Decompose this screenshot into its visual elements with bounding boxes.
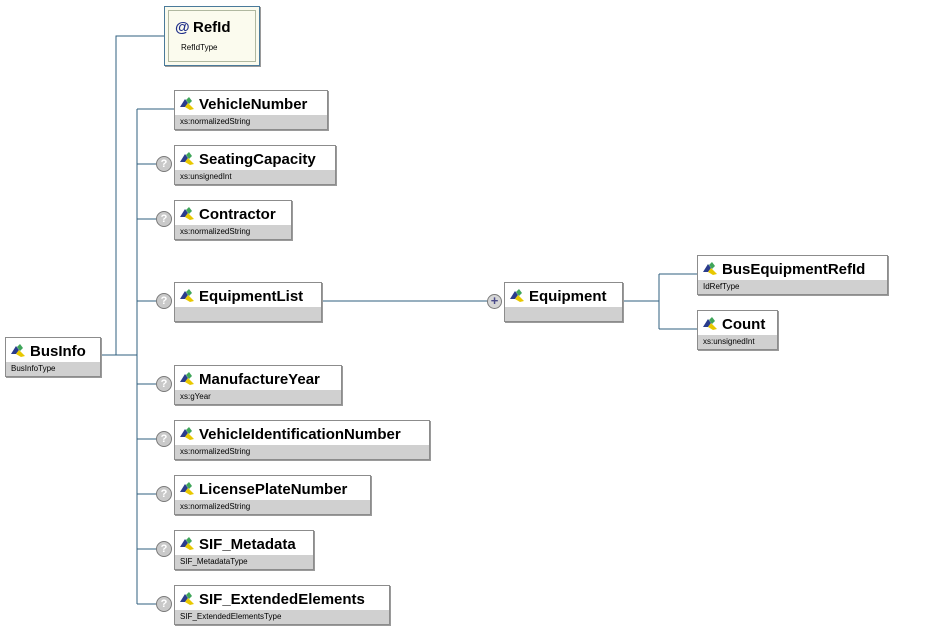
optional-marker-icon: ? <box>156 541 172 557</box>
businfo-node[interactable]: BusInfo BusInfoType <box>5 337 101 377</box>
busequipmentrefid-label: BusEquipmentRefId <box>722 260 866 278</box>
element-icon <box>180 152 194 165</box>
element-icon <box>703 317 717 330</box>
element-icon <box>180 97 194 110</box>
optional-marker-icon: ? <box>156 293 172 309</box>
count-type: xs:unsignedInt <box>698 335 777 349</box>
element-icon <box>510 289 524 302</box>
element-icon <box>180 537 194 550</box>
element-icon <box>180 207 194 220</box>
attribute-icon: @ <box>175 18 190 36</box>
sifmetadata-node[interactable]: SIF_Metadata SIF_MetadataType <box>174 530 314 570</box>
expand-plus-icon[interactable]: + <box>487 294 502 309</box>
vehiclenumber-label: VehicleNumber <box>199 95 308 113</box>
manufactureyear-node[interactable]: ManufactureYear xs:gYear <box>174 365 342 405</box>
vin-node[interactable]: VehicleIdentificationNumber xs:normalize… <box>174 420 430 460</box>
optional-marker-icon: ? <box>156 211 172 227</box>
busequipmentrefid-type: IdRefType <box>698 280 887 294</box>
optional-marker-icon: ? <box>156 596 172 612</box>
equipmentlist-label: EquipmentList <box>199 287 304 305</box>
sifmetadata-type: SIF_MetadataType <box>175 555 313 569</box>
vin-label: VehicleIdentificationNumber <box>199 425 401 443</box>
seatingcapacity-node[interactable]: SeatingCapacity xs:unsignedInt <box>174 145 336 185</box>
count-label: Count <box>722 315 766 333</box>
seatingcapacity-label: SeatingCapacity <box>199 150 316 168</box>
vehiclenumber-type: xs:normalizedString <box>175 115 327 129</box>
licenseplate-label: LicensePlateNumber <box>199 480 348 498</box>
element-icon <box>180 372 194 385</box>
manufactureyear-type: xs:gYear <box>175 390 341 404</box>
count-node[interactable]: Count xs:unsignedInt <box>697 310 778 350</box>
sifmetadata-label: SIF_Metadata <box>199 535 296 553</box>
sifextended-type: SIF_ExtendedElementsType <box>175 610 389 624</box>
licenseplate-type: xs:normalizedString <box>175 500 370 514</box>
element-icon <box>180 592 194 605</box>
element-icon <box>180 482 194 495</box>
element-icon <box>11 344 25 357</box>
refid-type: RefIdType <box>181 43 218 52</box>
optional-marker-icon: ? <box>156 431 172 447</box>
sifextended-node[interactable]: SIF_ExtendedElements SIF_ExtendedElement… <box>174 585 390 625</box>
element-icon <box>180 427 194 440</box>
optional-marker-icon: ? <box>156 376 172 392</box>
seatingcapacity-type: xs:unsignedInt <box>175 170 335 184</box>
optional-marker-icon: ? <box>156 486 172 502</box>
businfo-label: BusInfo <box>30 342 86 360</box>
element-icon <box>180 289 194 302</box>
businfo-type: BusInfoType <box>6 362 100 376</box>
contractor-label: Contractor <box>199 205 276 223</box>
equipment-node[interactable]: Equipment <box>504 282 623 322</box>
refid-label: RefId <box>193 18 231 36</box>
licenseplate-node[interactable]: LicensePlateNumber xs:normalizedString <box>174 475 371 515</box>
vin-type: xs:normalizedString <box>175 445 429 459</box>
equipment-label: Equipment <box>529 287 607 305</box>
optional-marker-icon: ? <box>156 156 172 172</box>
contractor-type: xs:normalizedString <box>175 225 291 239</box>
equipment-type <box>505 307 622 321</box>
manufactureyear-label: ManufactureYear <box>199 370 320 388</box>
busequipmentrefid-node[interactable]: BusEquipmentRefId IdRefType <box>697 255 888 295</box>
vehiclenumber-node[interactable]: VehicleNumber xs:normalizedString <box>174 90 328 130</box>
sifextended-label: SIF_ExtendedElements <box>199 590 365 608</box>
equipmentlist-type <box>175 307 321 321</box>
element-icon <box>703 262 717 275</box>
equipmentlist-node[interactable]: EquipmentList <box>174 282 322 322</box>
refid-attribute-node[interactable]: @ RefId RefIdType <box>164 6 260 66</box>
contractor-node[interactable]: Contractor xs:normalizedString <box>174 200 292 240</box>
